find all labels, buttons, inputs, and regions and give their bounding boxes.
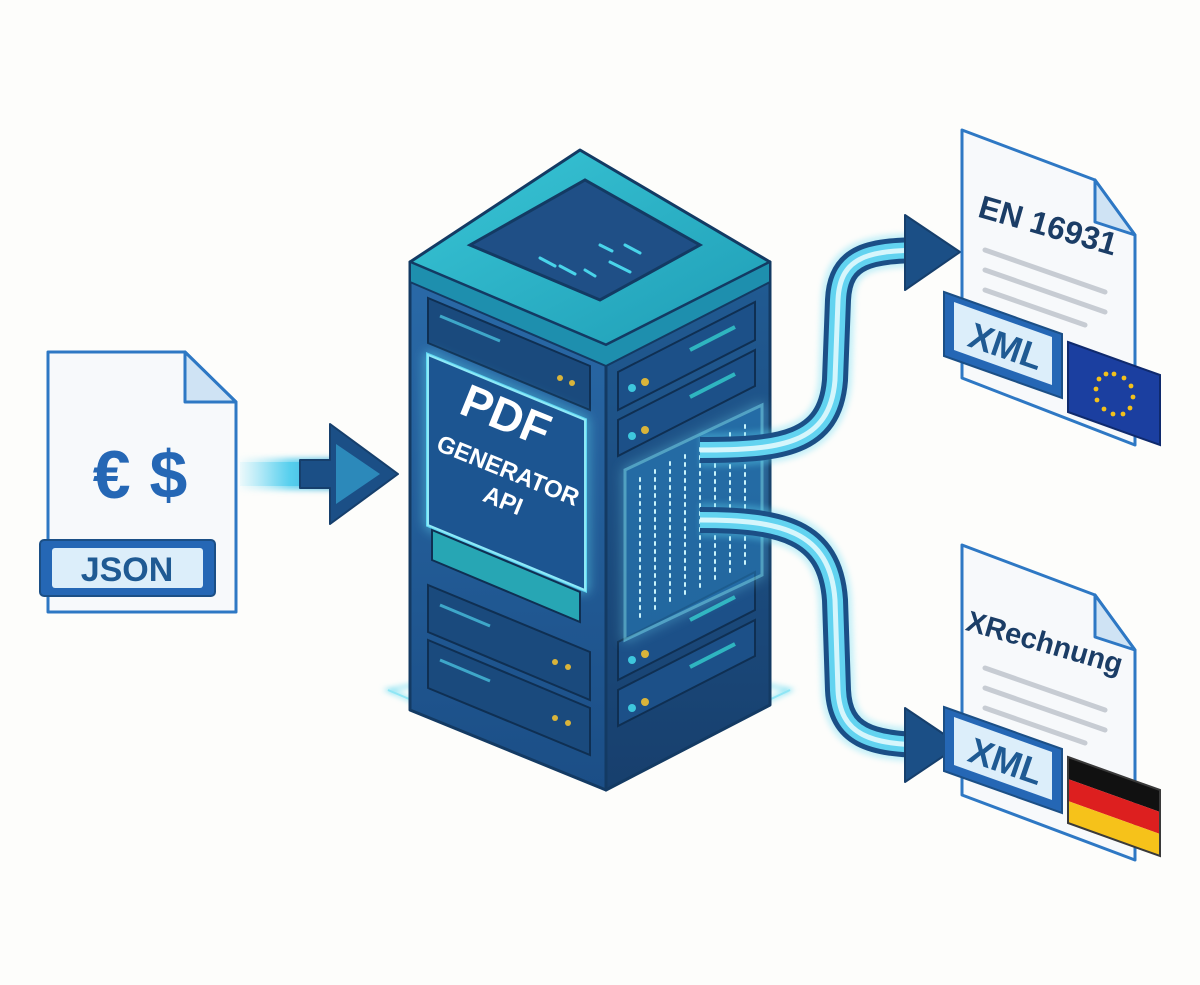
input-arrow: [240, 423, 399, 525]
json-label: JSON: [81, 551, 174, 589]
currency-symbols: € $: [93, 437, 188, 513]
xrechnung-output-document: XRechnung XML: [943, 543, 1161, 862]
arrow-head-icon: [904, 214, 961, 291]
side-rack-units: [617, 300, 756, 728]
server-slot: [431, 528, 581, 624]
document-text-lines: [982, 665, 1108, 746]
json-input-document: € $ JSON: [39, 350, 238, 614]
document-fold: [1093, 593, 1137, 652]
front-rack-units-top: [427, 296, 591, 412]
document-fold: [183, 350, 238, 404]
germany-flag-icon: [1067, 755, 1161, 858]
server-top-screen: [466, 178, 704, 302]
front-rack-units-bottom: [427, 583, 591, 757]
output-arrow-top: [699, 214, 961, 467]
top-screen-bars: [538, 243, 642, 278]
document-fold: [1093, 178, 1137, 237]
en16931-output-document: EN 16931 XML: [943, 128, 1161, 447]
arrow-head-icon: [904, 707, 961, 783]
server-tower: PDF GENERATOR API: [382, 148, 795, 792]
eu-flag-icon: [1067, 340, 1161, 447]
server-label-panel: PDF GENERATOR API: [426, 352, 587, 593]
document-text-lines: [982, 247, 1108, 328]
output-arrow-bottom: [699, 503, 961, 783]
